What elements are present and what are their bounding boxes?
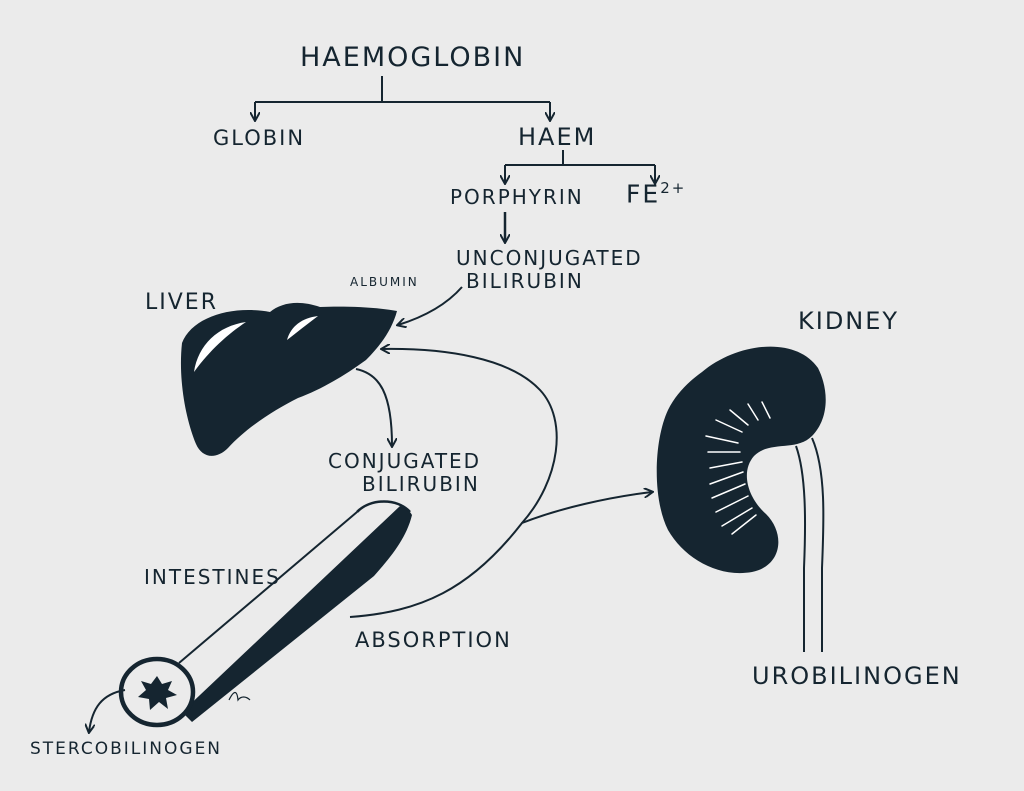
intestine-to-stercobilinogen-arrow <box>89 689 126 732</box>
absorption-to-kidney-arrow <box>349 492 652 618</box>
label-intestines: INTESTINES <box>144 565 281 589</box>
label-liver: LIVER <box>145 290 218 315</box>
label-fe-symbol: FE <box>626 179 661 209</box>
label-globin: GLOBIN <box>213 126 306 150</box>
label-stercobilinogen: STERCOBILINOGEN <box>30 739 223 759</box>
label-unconjugated-line2: BILIRUBIN <box>466 269 584 293</box>
label-fe: FE2+ <box>626 179 687 209</box>
label-albumin: ALBUMIN <box>350 275 419 289</box>
label-absorption: ABSORPTION <box>355 628 512 652</box>
kidney-icon <box>656 346 826 574</box>
liver-to-conjugated-arrow <box>355 368 392 446</box>
liver-icon <box>180 302 397 456</box>
label-unconjugated-line1: UNCONJUGATED <box>456 246 643 270</box>
label-fe-charge: 2+ <box>660 179 687 197</box>
artist-signature <box>228 691 251 702</box>
haem-split-connector <box>505 150 655 183</box>
label-conjugated-bilirubin: CONJUGATED BILIRUBIN <box>328 450 481 496</box>
label-haemoglobin: HAEMOGLOBIN <box>300 42 526 73</box>
label-conjugated-line2: BILIRUBIN <box>362 472 480 496</box>
label-urobilinogen: UROBILINOGEN <box>752 662 962 690</box>
label-unconjugated-bilirubin: UNCONJUGATED BILIRUBIN <box>456 247 643 293</box>
label-conjugated-line1: CONJUGATED <box>328 449 482 473</box>
bilirubin-to-liver-arrow <box>398 286 463 325</box>
enterohepatic-circulation-arrow <box>382 349 558 524</box>
ureter <box>795 437 825 652</box>
label-haem: HAEM <box>518 123 597 151</box>
intestine-icon <box>118 500 412 728</box>
label-kidney: KIDNEY <box>798 307 900 335</box>
haemoglobin-split-connector <box>255 76 550 120</box>
label-porphyrin: PORPHYRIN <box>450 185 584 209</box>
